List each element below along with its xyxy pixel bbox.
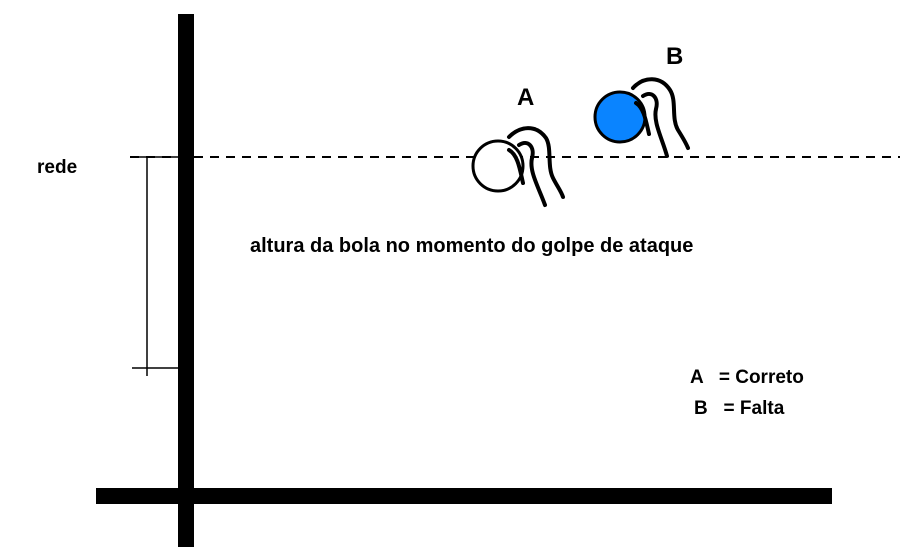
ball-b bbox=[593, 90, 647, 144]
ball-a-group bbox=[471, 126, 565, 207]
legend-b: B = Falta bbox=[694, 398, 785, 419]
hand-b-icon bbox=[631, 77, 690, 158]
ball-a-label: A bbox=[517, 84, 535, 111]
legend-a: A = Correto bbox=[690, 367, 804, 388]
caption: altura da bola no momento do golpe de at… bbox=[250, 235, 694, 257]
net-label: rede bbox=[37, 157, 78, 178]
ball-a bbox=[471, 139, 525, 193]
ball-b-label: B bbox=[666, 43, 684, 70]
ball-b-group bbox=[593, 77, 690, 158]
hand-a-icon bbox=[507, 126, 565, 207]
floor-line bbox=[96, 488, 832, 504]
net-post bbox=[178, 14, 194, 547]
net-height-bracket bbox=[132, 156, 178, 376]
